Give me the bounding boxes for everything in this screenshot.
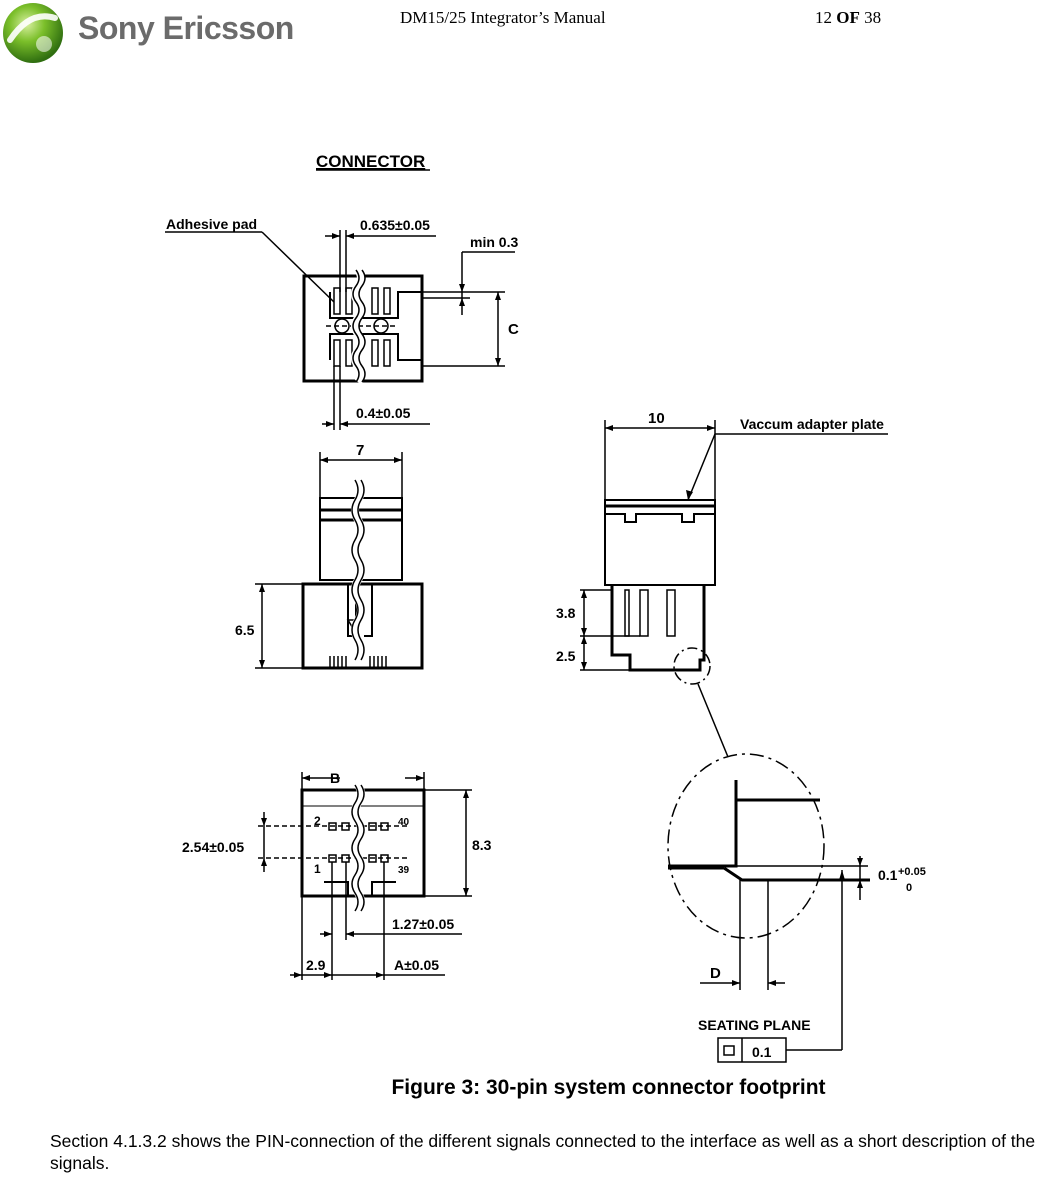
dim-2-5: 2.5 [556,648,576,664]
flatness-value: 0.1 [752,1044,772,1060]
connector-footprint-drawing: CONNECTOR Adhesive pad 0.635±0.05 min 0.… [165,152,926,1063]
dim-width: 0.4±0.05 [356,405,411,421]
pin-40-label: 40 [398,817,410,828]
pin-1-label: 1 [314,862,321,876]
dim-tol-plus: +0.05 [898,866,926,878]
vacuum-plate-label: Vaccum adapter plate [740,416,884,432]
body-paragraph: Section 4.1.3.2 shows the PIN-connection… [50,1131,1036,1173]
connector-title: CONNECTOR [316,152,425,171]
page-current: 12 [815,8,832,27]
seating-plane-label: SEATING PLANE [698,1017,811,1033]
pin-39-label: 39 [398,865,410,876]
dim-a: A±0.05 [394,957,439,973]
dim-8-3: 8.3 [472,837,492,853]
dim-c: C [508,321,519,338]
dim-3-8: 3.8 [556,605,576,621]
logo-sphere-icon [3,3,63,63]
dim-min: min 0.3 [470,234,518,250]
dim-2-9: 2.9 [306,957,326,973]
logo-text: Sony Ericsson [78,10,294,46]
figure-caption: Figure 3: 30-pin system connector footpr… [391,1076,826,1099]
dim-b: B [330,770,340,786]
page-of: OF [836,8,860,27]
dim-7: 7 [356,442,364,459]
dim-10: 10 [648,410,665,427]
sony-ericsson-logo: Sony Ericsson [0,0,320,70]
document-title: DM15/25 Integrator’s Manual [400,8,606,27]
pin-2-label: 2 [314,814,321,828]
dim-6-5: 6.5 [235,622,255,638]
dim-0-1: 0.1 [878,867,898,883]
dim-1-27: 1.27±0.05 [392,916,454,932]
page-number: 12 OF 38 [815,8,881,28]
adhesive-pad-label: Adhesive pad [166,216,257,232]
dim-2-54: 2.54±0.05 [182,839,244,855]
page-total: 38 [864,8,882,27]
dim-d: D [710,965,721,982]
dim-pitch-top: 0.635±0.05 [360,217,430,233]
dim-tol-zero: 0 [906,882,912,894]
